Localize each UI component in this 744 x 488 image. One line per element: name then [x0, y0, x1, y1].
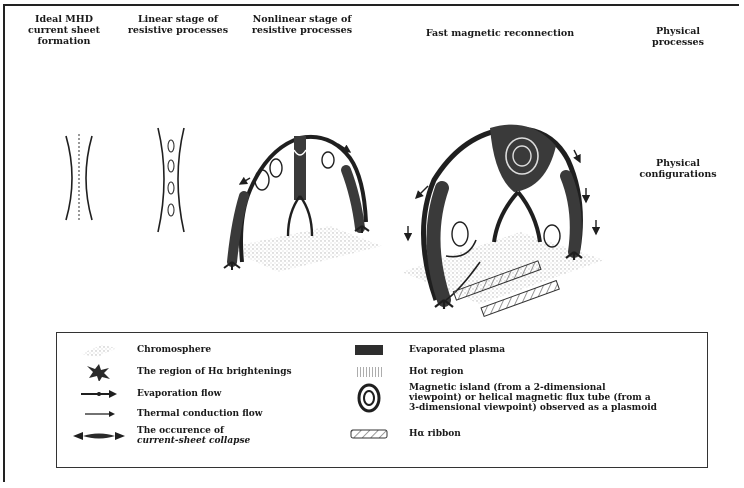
- thermal-arrow-icon: [61, 403, 137, 425]
- legend-line: Hot region: [409, 367, 464, 377]
- plasma-block-icon: [329, 339, 409, 361]
- legend-label: Magnetic island (from a 2-dimensional vi…: [409, 383, 657, 413]
- legend-label: Evaporated plasma: [409, 345, 505, 355]
- legend-label: Thermal conduction flow: [137, 409, 263, 419]
- collapse-double-arrow-icon: [61, 425, 137, 447]
- legend-label: Hot region: [409, 367, 464, 377]
- legend-item-magnetic-island: Magnetic island (from a 2-dimensional vi…: [329, 381, 657, 415]
- stage-linear: [158, 128, 184, 232]
- hot-region-icon: [329, 361, 409, 383]
- legend-line: Hα ribbon: [409, 429, 461, 439]
- chromosphere-icon: [61, 339, 137, 361]
- magnetic-island-icon: [329, 381, 409, 415]
- legend-label: Evaporation flow: [137, 389, 221, 399]
- legend-line: 3-dimensional viewpoint) observed as a p…: [409, 403, 657, 413]
- legend-item-halpha-brightening: The region of Hα brightenings: [61, 361, 292, 383]
- brightening-star-icon: [61, 361, 137, 383]
- legend-item-thermal-flow: Thermal conduction flow: [61, 403, 263, 425]
- legend-line: Evaporation flow: [137, 389, 221, 399]
- ribbon-icon: [329, 423, 409, 445]
- stage-ideal-mhd: [66, 134, 92, 222]
- evaporation-arrow-icon: [61, 383, 137, 405]
- legend-item-hot-region: Hot region: [329, 361, 464, 383]
- stage-fast-reconnection: [402, 125, 604, 317]
- legend-line: Thermal conduction flow: [137, 409, 263, 419]
- legend-line: viewpoint) or helical magnetic flux tube…: [409, 393, 657, 403]
- legend-label: Hα ribbon: [409, 429, 461, 439]
- legend-label: The occurence of current-sheet collapse: [137, 426, 250, 446]
- legend-line: current-sheet collapse: [137, 436, 250, 446]
- legend-line: The region of Hα brightenings: [137, 367, 292, 377]
- stage-nonlinear: [224, 136, 382, 272]
- legend-item-collapse: The occurence of current-sheet collapse: [61, 425, 250, 447]
- legend-item-chromosphere: Chromosphere: [61, 339, 211, 361]
- legend-label: The region of Hα brightenings: [137, 367, 292, 377]
- legend-line: Evaporated plasma: [409, 345, 505, 355]
- legend: Chromosphere The region of Hα brightenin…: [56, 332, 708, 468]
- legend-label: Chromosphere: [137, 345, 211, 355]
- legend-line: The occurence of: [137, 426, 250, 436]
- legend-item-halpha-ribbon: Hα ribbon: [329, 423, 461, 445]
- legend-item-evaporated-plasma: Evaporated plasma: [329, 339, 505, 361]
- legend-line: Magnetic island (from a 2-dimensional: [409, 383, 657, 393]
- legend-item-evaporation-flow: Evaporation flow: [61, 383, 221, 405]
- legend-line: Chromosphere: [137, 345, 211, 355]
